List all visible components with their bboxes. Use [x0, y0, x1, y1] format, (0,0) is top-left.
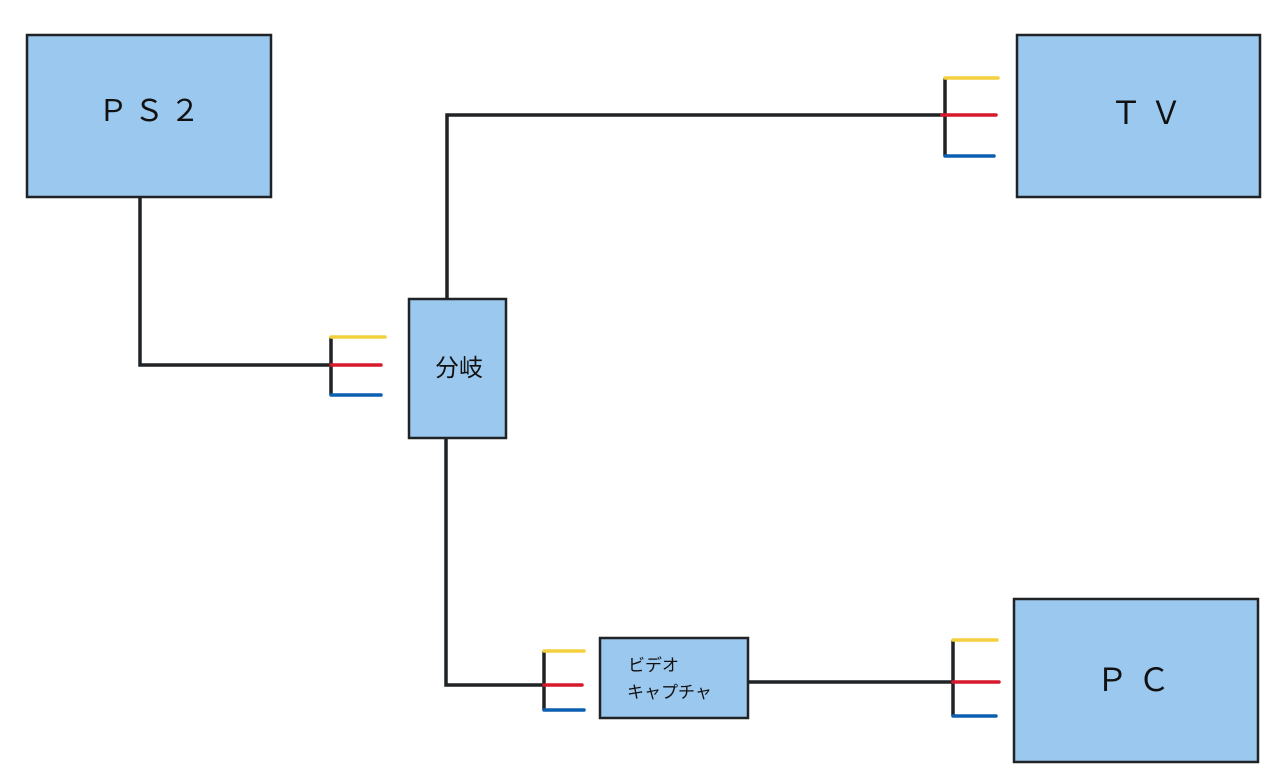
node-capture-label-line1: ビデオ	[628, 655, 679, 676]
node-ps2[interactable]: ＰＳ２	[25, 33, 273, 199]
node-ps2-label: ＰＳ２	[98, 94, 206, 129]
node-tv-label: ＴＶ	[1110, 94, 1190, 132]
rca-connector-pc-input	[951, 638, 1001, 718]
wire-splitter-to-tv	[445, 113, 947, 300]
node-splitter-label: 分岐	[435, 354, 483, 382]
node-splitter[interactable]: 分岐	[407, 297, 508, 440]
node-pc[interactable]: ＰＣ	[1012, 597, 1260, 764]
wire-splitter-to-capture	[444, 438, 546, 687]
node-tv[interactable]: ＴＶ	[1015, 33, 1262, 199]
node-video-capture[interactable]: ビデオ キャプチャ	[598, 636, 750, 720]
rca-connector-tv-input	[940, 76, 1000, 158]
wire-ps2-to-splitter	[138, 196, 333, 367]
rca-connector-splitter-input	[329, 335, 387, 397]
node-pc-label: ＰＣ	[1096, 661, 1180, 699]
node-capture-label-line2: キャプチャ	[627, 683, 712, 703]
rca-connector-capture-input	[542, 649, 586, 712]
